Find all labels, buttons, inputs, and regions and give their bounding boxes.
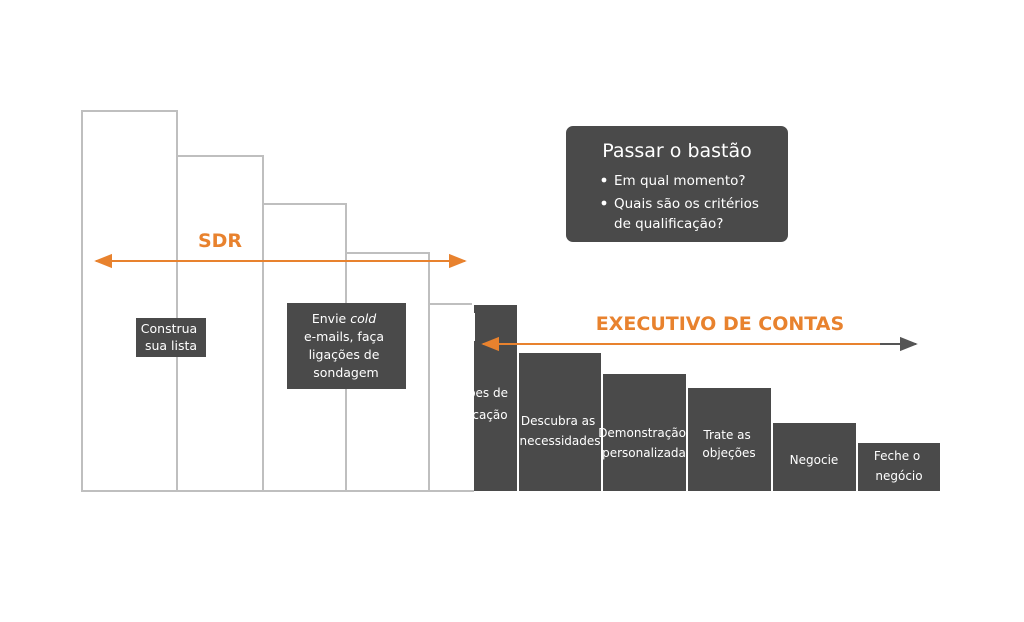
handoff-item-1-text: Em qual momento? [614,173,746,189]
executive-title: EXECUTIVO DE CONTAS [596,313,844,335]
exec-step-4-label: Trate as objeções [702,428,755,460]
bullet-icon [601,177,607,183]
handoff-title: Passar o bastão [602,140,752,162]
handoff-box: Passar o bastão Em qual momento? Quais s… [566,126,788,242]
sdr-title: SDR [198,230,242,252]
exec-step-6 [856,441,942,493]
send-emails-text: Envie cold e-mails, faça ligações de son… [304,311,388,380]
exec-step-5-label: Negocie [790,453,839,467]
sdr-step-1 [81,110,178,492]
exec-step-6-label: Feche o negócio [874,449,924,483]
exec-step-4 [686,386,773,493]
exec-step-3-label: Demonstração personalizada [598,426,690,460]
handoff-item-2-text: Quais são os critérios de qualificação? [614,196,763,232]
executive-step-labels: ões de cação Descubra as necessidades De… [468,386,924,483]
exec-step-5 [771,421,858,493]
exec-step-1 [472,303,519,493]
build-list-label: Construa sua lista [136,318,206,357]
handoff-item-1: Em qual momento? [601,173,746,189]
exec-step-2-label: Descubra as necessidades [519,414,600,448]
handoff-item-2: Quais são os critérios de qualificação? [601,196,763,232]
exec-step-2 [517,351,603,493]
build-list-text: Construa sua lista [141,321,201,353]
exec-step-1-label: ões de cação [468,386,512,422]
build-list-box [136,318,206,357]
sdr-staircase [81,110,518,492]
exec-step-1-notch [471,313,475,341]
send-emails-box [287,303,406,389]
send-emails-label: Envie cold e-mails, faça ligações de son… [287,303,406,389]
executive-staircase [471,303,942,493]
handoff-box-bg [566,126,788,242]
bullet-icon [601,200,607,206]
exec-step-3 [601,372,688,493]
